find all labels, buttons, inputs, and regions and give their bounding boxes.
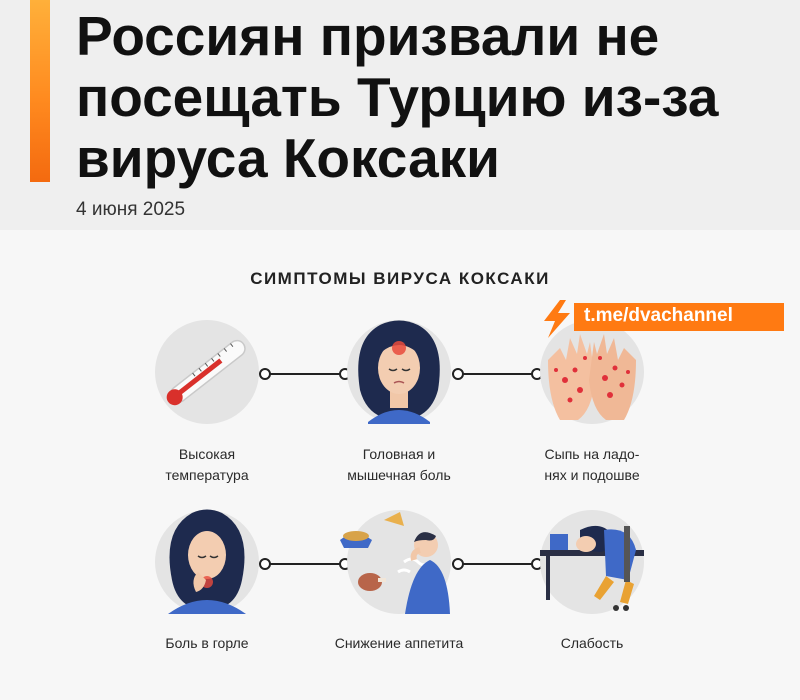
accent-bar bbox=[30, 0, 50, 182]
symptom-label-weakness: Слабость bbox=[560, 635, 624, 651]
channel-badge-background bbox=[574, 303, 784, 331]
connector-node bbox=[452, 368, 464, 380]
article-headline: Россиян призвали не посещать Турцию из-з… bbox=[76, 5, 719, 189]
channel-badge[interactable]: t.me/dvachannel bbox=[538, 299, 800, 339]
symptom-label-fever: Высокая температура bbox=[165, 446, 249, 483]
thermometer-icon bbox=[155, 320, 259, 424]
symptoms-diagram bbox=[155, 320, 644, 614]
connector-row-1 bbox=[259, 368, 543, 380]
symptom-label-rash: Сыпь на ладо- нях и подошве bbox=[544, 446, 640, 483]
channel-badge-link[interactable]: t.me/dvachannel bbox=[584, 305, 733, 326]
symptom-label-headache: Головная и мышечная боль bbox=[347, 446, 451, 483]
symptom-label-appetite: Снижение аппетита bbox=[334, 635, 464, 651]
article-date: 4 июня 2025 bbox=[76, 199, 186, 220]
article-header: Россиян призвали не посещать Турцию из-з… bbox=[0, 0, 800, 230]
weakness-desk-icon bbox=[540, 510, 644, 614]
connector-node bbox=[259, 368, 271, 380]
rash-palms-icon bbox=[540, 320, 644, 424]
connector-node bbox=[452, 558, 464, 570]
connector-node bbox=[259, 558, 271, 570]
infographic-title: СИМПТОМЫ ВИРУСА КОКСАКИ bbox=[250, 269, 550, 288]
symptoms-infographic: СИМПТОМЫ ВИРУСА КОКСАКИ bbox=[0, 230, 800, 700]
symptom-label-sore-throat: Боль в горле bbox=[165, 635, 249, 651]
sore-throat-woman-icon bbox=[155, 509, 259, 614]
headache-woman-icon bbox=[347, 320, 451, 424]
appetite-loss-man-icon bbox=[340, 510, 451, 614]
lightning-bolt-icon bbox=[544, 300, 570, 338]
